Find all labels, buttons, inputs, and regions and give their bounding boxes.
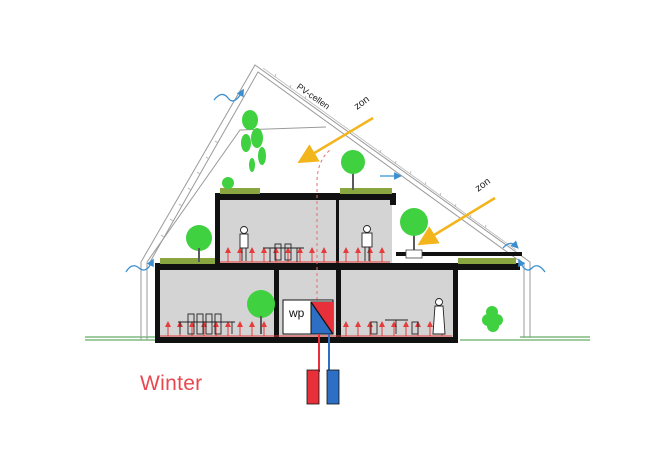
person-icon	[361, 225, 373, 261]
ground-pipes	[306, 334, 340, 405]
dining-table-ground	[178, 313, 235, 335]
roof-outline	[140, 64, 531, 340]
plant-icon	[247, 290, 275, 334]
green-roofs	[160, 188, 516, 264]
plant-icon	[186, 225, 212, 262]
dining-table-upper	[263, 243, 304, 262]
shrub-icon	[482, 306, 503, 332]
sun-arrow-lower	[417, 196, 496, 246]
sun-label-lower: zon	[473, 176, 493, 194]
season-label: Winter	[140, 372, 203, 395]
structure	[155, 193, 522, 343]
hanging-plant-icon	[241, 110, 266, 172]
cafe-table-ground	[370, 319, 419, 335]
roof-purlins	[160, 140, 219, 238]
pv-panels	[262, 67, 517, 251]
air-flow-arrows	[125, 88, 546, 273]
heat-pump	[282, 299, 334, 335]
heat-pump-label: wp	[288, 306, 305, 320]
ventilation-duct	[316, 149, 331, 300]
sun-arrow-upper	[297, 116, 374, 164]
sun-label-upper: zon	[352, 94, 372, 112]
tree-icon	[400, 208, 428, 259]
person-icon	[239, 226, 249, 261]
tree-icon	[341, 150, 365, 190]
floor-heating-ground	[160, 321, 452, 337]
person-icon	[432, 298, 446, 335]
plant-icon	[222, 177, 234, 189]
